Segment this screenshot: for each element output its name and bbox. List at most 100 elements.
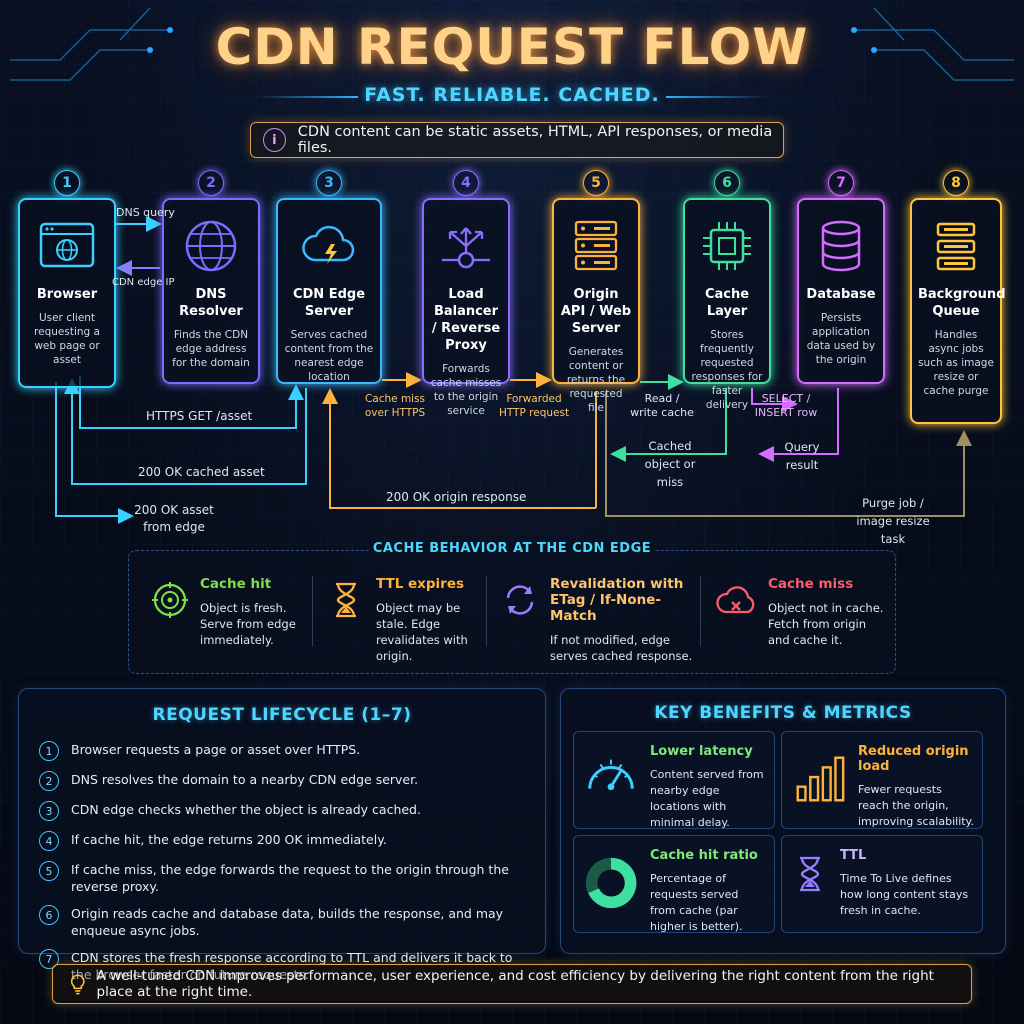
cache-behavior-item-3: Revalidation with ETag / If-None-Match I… <box>500 576 700 664</box>
benefit-desc: Percentage of requests served from cache… <box>650 872 743 933</box>
node-title: Cache Layer <box>704 287 750 319</box>
benefit-card-3: Cache hit ratio Percentage of requests s… <box>573 835 775 933</box>
node-description: Stores frequently requested responses fo… <box>691 329 763 411</box>
step-number: 5 <box>39 861 59 881</box>
cache-behavior-title: TTL expires <box>376 576 465 592</box>
node-number-2: 2 <box>198 170 224 196</box>
step-text: Browser requests a page or asset over HT… <box>71 742 361 757</box>
node-number-4: 4 <box>453 170 479 196</box>
browser-globe-icon <box>35 214 99 278</box>
edge-label-purge: Purge job / image resize task <box>856 496 930 546</box>
target-icon <box>150 580 190 648</box>
edge-label-query-result: Query result <box>784 440 820 472</box>
cloud-lightning-icon <box>297 214 361 278</box>
cache-behavior-item-4: Cache miss Object not in cache. Fetch fr… <box>714 576 884 648</box>
node-description: Persists application data used by the or… <box>806 312 876 366</box>
circuit-decoration <box>10 7 1014 81</box>
lifecycle-step: 4 If cache hit, the edge returns 200 OK … <box>39 831 525 851</box>
globe-icon <box>179 214 243 278</box>
benefit-title: Reduced origin load <box>858 744 969 774</box>
lifecycle-step: 6 Origin reads cache and database data, … <box>39 905 525 939</box>
step-number: 2 <box>39 771 59 791</box>
step-number: 4 <box>39 831 59 851</box>
server-icon <box>564 214 628 278</box>
bar-chart-icon <box>790 750 848 816</box>
gauge-icon <box>582 750 640 816</box>
footer-note: A well-tuned CDN improves performance, u… <box>52 964 972 1004</box>
step-number: 7 <box>39 949 59 969</box>
cache-behavior-title: Cache hit <box>200 576 272 592</box>
node-title: CDN Edge Server <box>292 287 366 319</box>
benefits-title: KEY BENEFITS & METRICS <box>654 703 912 723</box>
subtitle-line-right <box>666 96 766 98</box>
step-text: DNS resolves the domain to a nearby CDN … <box>71 772 419 787</box>
node-description: Generates content or returns the request… <box>566 346 626 414</box>
footer-text: A well-tuned CDN improves performance, u… <box>96 968 934 1000</box>
node-description: Finds the CDN edge address for the domai… <box>172 329 250 369</box>
edge-label-forwarded: Forwarded HTTP request <box>498 393 570 419</box>
step-text: Origin reads cache and database data, bu… <box>71 906 504 938</box>
info-note-text: CDN content can be static assets, HTML, … <box>297 124 773 156</box>
step-text: CDN edge checks whether the object is al… <box>71 802 421 817</box>
hourglass-icon <box>790 854 830 920</box>
edge-label-cached-object: Cached object or miss <box>644 439 696 489</box>
hourglass-icon <box>326 580 366 664</box>
node-title: Origin API / Web Server <box>560 287 632 336</box>
lifecycle-step: 3 CDN edge checks whether the object is … <box>39 801 525 821</box>
node-number-5: 5 <box>583 170 609 196</box>
chip-icon <box>695 214 759 278</box>
cache-behavior-title: Revalidation with ETag / If-None-Match <box>550 576 684 624</box>
step-text: If cache miss, the edge forwards the req… <box>71 862 509 894</box>
lightbulb-icon <box>70 974 85 995</box>
cache-behavior-panel <box>128 550 896 674</box>
cache-behavior-title: CACHE BEHAVIOR AT THE CDN EDGE <box>372 541 652 556</box>
edge-label-https-get: HTTPS GET /asset <box>146 409 253 423</box>
benefit-title: TTL <box>840 848 867 863</box>
cache-behavior-desc: If not modified, edge serves cached resp… <box>550 633 693 663</box>
load-balancer-icon <box>434 214 498 278</box>
cache-behavior-desc: Object not in cache. Fetch from origin a… <box>768 601 884 647</box>
node-number-6: 6 <box>714 170 740 196</box>
cache-behavior-divider <box>700 576 701 646</box>
node-number-3: 3 <box>316 170 342 196</box>
cache-behavior-item-2: TTL expires Object may be stale. Edge re… <box>326 576 492 664</box>
node-number-8: 8 <box>943 170 969 196</box>
benefit-card-4: TTL Time To Live defines how long conten… <box>781 835 983 933</box>
benefit-title: Cache hit ratio <box>650 848 758 863</box>
node-description: User client requesting a web page or ass… <box>34 312 100 366</box>
donut-icon <box>582 854 640 920</box>
edge-label-dns-query: DNS query <box>116 206 175 219</box>
edge-label-ok-edge: 200 OK asset from edge <box>134 503 214 534</box>
node-number-7: 7 <box>828 170 854 196</box>
cache-behavior-divider <box>486 576 487 646</box>
database-icon <box>809 214 873 278</box>
lifecycle-step: 2 DNS resolves the domain to a nearby CD… <box>39 771 525 791</box>
lifecycle-step: 1 Browser requests a page or asset over … <box>39 741 525 761</box>
info-icon: i <box>263 128 286 152</box>
edge-label-ok-cached: 200 OK cached asset <box>138 465 265 479</box>
step-number: 3 <box>39 801 59 821</box>
queue-icon <box>924 214 988 278</box>
cache-behavior-item-1: Cache hit Object is fresh. Serve from ed… <box>150 576 320 648</box>
step-number: 6 <box>39 905 59 925</box>
step-text: CDN stores the fresh response according … <box>71 950 513 982</box>
benefit-title: Lower latency <box>650 744 753 759</box>
benefit-card-1: Lower latency Content served from nearby… <box>573 731 775 829</box>
edge-label-read-write: Read / write cache <box>630 392 694 419</box>
lifecycle-panel: REQUEST LIFECYCLE (1–7) 1 Browser reques… <box>18 688 546 982</box>
node-title: Background Queue <box>918 287 1006 319</box>
node-number-1: 1 <box>54 170 80 196</box>
refresh-icon <box>500 580 540 664</box>
benefit-desc: Content served from nearby edge location… <box>650 768 764 829</box>
step-text: If cache hit, the edge returns 200 OK im… <box>71 832 387 847</box>
step-number: 1 <box>39 741 59 761</box>
node-title: Load Balancer / Reverse Proxy <box>431 287 501 353</box>
